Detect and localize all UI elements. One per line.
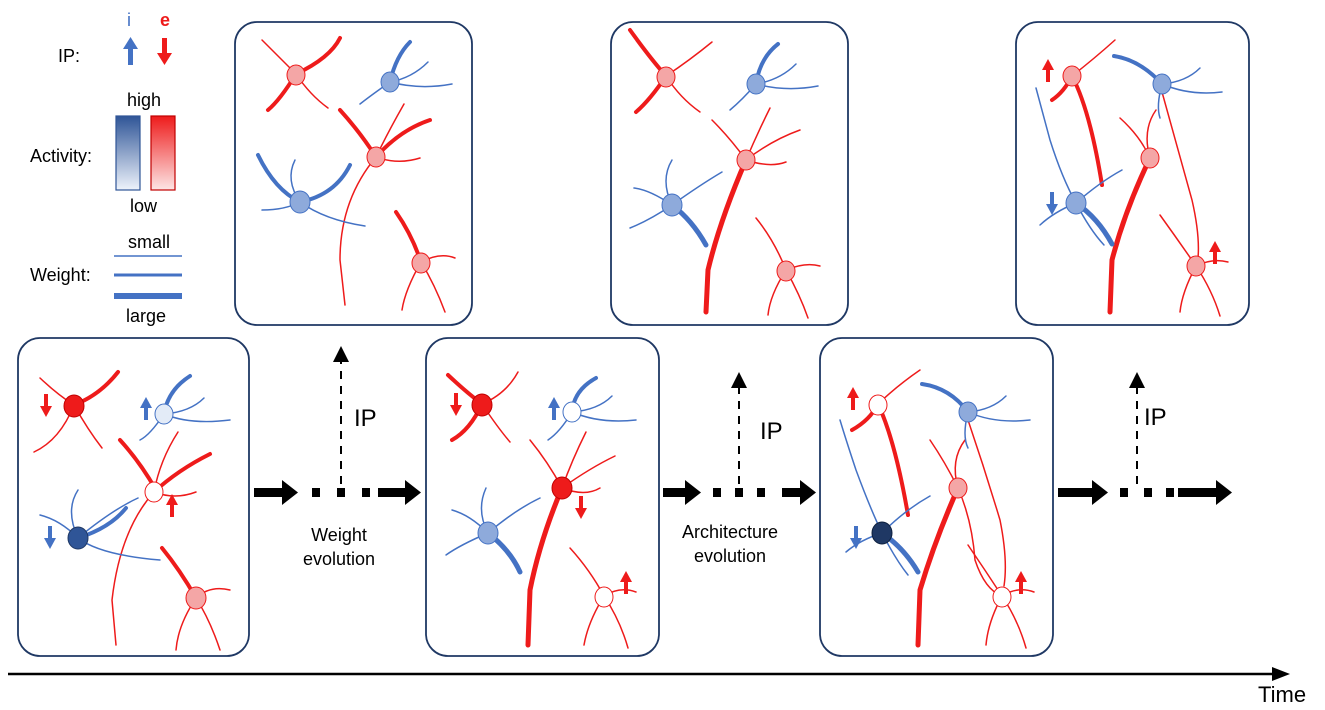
neuron-inhibitory-low [562,401,582,423]
legend-activity-low: low [130,196,158,216]
ip-up-arrow-icon [1015,571,1027,594]
activity-scale-inhibitory [115,115,141,191]
dotted-line [312,488,370,497]
panel-initial-network [17,337,250,657]
neuron-inhibitory-mid [958,401,978,423]
activity-scale-excitatory [150,115,176,191]
legend-weight-small: small [128,232,170,252]
neuron-excitatory-mid [1140,147,1160,169]
legend-ip-e-label: e [160,10,170,30]
ip-down-arrow-icon [450,393,462,416]
neuron-inhibitory-high [67,526,89,550]
time-axis-arrowhead-icon [1272,667,1290,681]
transition-continuation: IP [1058,372,1232,505]
dotted-line [1120,488,1174,497]
ip-up-arrow-icon [1042,59,1054,82]
neuron-excitatory-low [594,586,614,608]
ip-down-arrow-icon [850,526,862,549]
transition-weight-evolution: IP Weight evolution [254,346,421,569]
neuron-excitatory-mid [1062,65,1082,87]
panel-architecture-evolved-network [819,337,1054,657]
neuron-inhibitory-mid [477,521,499,545]
neuron-excitatory-low [868,394,888,416]
neuron-inhibitory-mid [661,193,683,217]
neuron-excitatory-mid [736,149,756,171]
ip-up-arrow-icon [140,397,152,420]
neuron-excitatory-mid [185,586,207,610]
neuron-inhibitory-mid [1152,73,1172,95]
ip-step-label: IP [1144,404,1167,431]
neuron-excitatory-high [63,394,85,418]
thick-arrow-icon [378,480,421,505]
legend-weight-label: Weight: [30,265,91,285]
neuron-excitatory-low [144,481,164,503]
ip-up-arrow-icon [548,397,560,420]
weight-evolution-label-line2: evolution [303,549,375,569]
legend-ip-i-label: i [127,10,131,30]
neuron-inhibitory-mid [380,71,400,93]
ip-down-arrow-icon [44,526,56,549]
architecture-evolution-label-line1: Architecture [682,522,778,542]
neuron-inhibitory-mid [746,73,766,95]
legend-activity-label: Activity: [30,146,92,166]
ip-step-label: IP [760,418,783,445]
time-axis: Time [8,667,1306,707]
neuron-inhibitory-high [871,521,893,545]
legend: IP: i e high Activity: low small Weight:… [30,10,182,326]
architecture-evolution-label-line2: evolution [694,546,766,566]
neuron-inhibitory-mid [289,190,311,214]
neuron-inhibitory-low [154,403,174,425]
ip-up-arrow-icon [1209,241,1221,264]
legend-activity-high: high [127,90,161,110]
thick-arrow-icon [1178,480,1232,505]
neuron-excitatory-low [992,586,1012,608]
panel-ip-result-1 [234,21,473,326]
thick-arrow-icon [254,480,298,505]
ip-down-arrow-icon [1046,192,1058,215]
neuron-inhibitory-mid [1065,191,1087,215]
panel-ip-result-2 [610,21,849,326]
legend-inhibitory-up-arrow-icon [123,37,138,65]
transition-architecture-evolution: IP Architecture evolution [663,372,816,566]
time-axis-label: Time [1258,682,1306,707]
weight-evolution-label-line1: Weight [311,525,367,545]
neuron-excitatory-mid [1186,255,1206,277]
ip-step-label: IP [354,405,377,432]
neuron-excitatory-mid [411,252,431,274]
ip-down-arrow-icon [40,394,52,417]
legend-weight-large: large [126,306,166,326]
ip-up-arrow-icon [847,387,859,410]
neuron-excitatory-mid [286,64,306,86]
ip-up-arrow-icon [166,494,178,517]
panel-ip-result-3 [1015,21,1250,326]
neuron-excitatory-mid [656,66,676,88]
ip-down-arrow-icon [575,496,587,519]
dotted-line [713,488,765,497]
legend-excitatory-down-arrow-icon [157,38,172,65]
ip-up-arrow-icon [620,571,632,594]
neuron-excitatory-mid [366,146,386,168]
panel-weight-evolved-network [425,337,660,657]
neuron-excitatory-high [471,393,493,417]
thick-arrow-icon [663,480,701,505]
neuron-excitatory-mid [776,260,796,282]
neuron-excitatory-high [551,476,573,500]
thick-arrow-icon [1058,480,1108,505]
thick-arrow-icon [782,480,816,505]
legend-ip-label: IP: [58,46,80,66]
neuron-excitatory-mid [948,477,968,499]
